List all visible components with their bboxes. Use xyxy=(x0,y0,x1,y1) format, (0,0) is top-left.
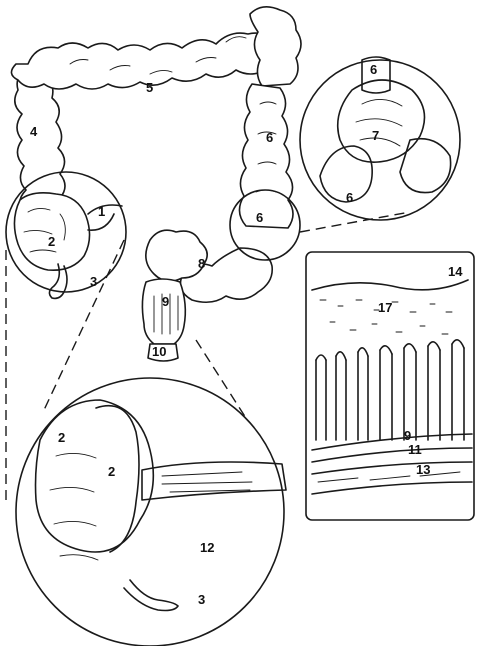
label-6-flexure-top: 6 xyxy=(370,62,377,77)
label-4: 4 xyxy=(30,124,38,139)
label-9-wall: 9 xyxy=(404,428,411,443)
colon-drawing xyxy=(11,7,301,361)
label-7: 7 xyxy=(372,128,379,143)
label-6-sigmoid: 6 xyxy=(256,210,263,225)
label-6-descending: 6 xyxy=(266,130,273,145)
label-2-cecum-circle: 2 xyxy=(48,234,55,249)
label-5: 5 xyxy=(146,80,153,95)
cecum-enlarged-circle xyxy=(16,378,286,646)
label-6-flexure-bottom: 6 xyxy=(346,190,353,205)
label-3-enlarged: 3 xyxy=(198,592,205,607)
label-10: 10 xyxy=(152,344,166,359)
label-8: 8 xyxy=(198,256,205,271)
label-3-appendix: 3 xyxy=(90,274,97,289)
label-2-enlarged-center: 2 xyxy=(108,464,115,479)
label-2-enlarged-left: 2 xyxy=(58,430,65,445)
wall-section-box xyxy=(306,252,474,520)
label-11: 11 xyxy=(408,442,422,457)
label-17: 17 xyxy=(378,300,392,315)
label-14: 14 xyxy=(448,264,463,279)
label-9-rectum: 9 xyxy=(162,294,169,309)
flexure-detail-circle xyxy=(300,57,460,220)
label-1: 1 xyxy=(98,204,105,219)
label-13: 13 xyxy=(416,462,430,477)
label-12: 12 xyxy=(200,540,214,555)
